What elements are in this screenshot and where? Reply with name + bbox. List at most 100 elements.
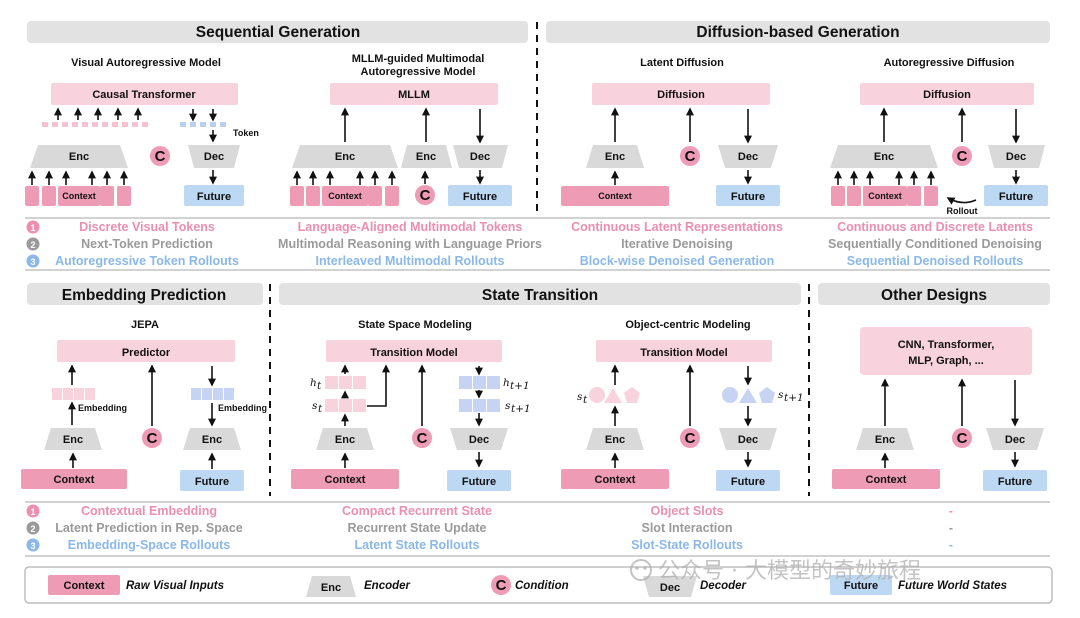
- svg-text:3: 3: [30, 257, 35, 267]
- svg-text:Dec: Dec: [470, 151, 490, 163]
- svg-text:h: h: [503, 377, 510, 389]
- subtitle-jepa: JEPA: [131, 319, 159, 331]
- svg-text:Diffusion: Diffusion: [657, 89, 705, 101]
- svg-text:-: -: [949, 538, 953, 552]
- svg-text:Context: Context: [62, 191, 96, 201]
- svg-text:Context: Context: [598, 191, 632, 201]
- svg-text:Context: Context: [64, 580, 105, 592]
- subtitle-ardiff: Autoregressive Diffusion: [884, 57, 1015, 69]
- feature-list-bottom: 1 2 3 Contextual Embedding Latent Predic…: [26, 504, 953, 552]
- svg-text:Continuous and Discrete Latent: Continuous and Discrete Latents: [837, 220, 1033, 234]
- svg-text:h: h: [310, 377, 317, 389]
- svg-text:1: 1: [30, 223, 35, 233]
- svg-text:Block-wise Denoised Generation: Block-wise Denoised Generation: [580, 254, 775, 268]
- svg-text:Context: Context: [54, 474, 95, 486]
- subtitle-ssm: State Space Modeling: [358, 319, 472, 331]
- svg-text:MLLM: MLLM: [398, 89, 430, 101]
- svg-text:Raw Visual Inputs: Raw Visual Inputs: [126, 580, 224, 592]
- legend: Context Raw Visual Inputs Enc Encoder C …: [24, 566, 1053, 604]
- svg-text:Recurrent State Update: Recurrent State Update: [348, 521, 487, 535]
- svg-text:C: C: [420, 187, 431, 204]
- svg-text:Compact Recurrent State: Compact Recurrent State: [342, 504, 492, 518]
- svg-text:Latent Prediction in Rep. Spac: Latent Prediction in Rep. Space: [55, 521, 243, 535]
- svg-text:Dec: Dec: [204, 151, 224, 163]
- svg-text:Decoder: Decoder: [700, 580, 747, 592]
- svg-text:Slot Interaction: Slot Interaction: [642, 521, 733, 535]
- svg-text:s: s: [577, 391, 583, 403]
- svg-text:Enc: Enc: [321, 582, 341, 594]
- diagram-latent: Diffusion Enc C Dec Context Future: [561, 83, 780, 206]
- svg-text:-: -: [949, 504, 953, 518]
- svg-text:Future: Future: [998, 476, 1032, 488]
- subtitle-mllm-1: MLLM-guided Multimodal: [352, 53, 485, 65]
- token-strip: Token: [42, 122, 259, 138]
- svg-text:s: s: [312, 400, 318, 412]
- svg-text:MLP, Graph, ...: MLP, Graph, ...: [908, 355, 984, 367]
- svg-text:Embedding: Embedding: [78, 403, 127, 413]
- feature-list-top: 1 2 3 Discrete Visual Tokens Next-Token …: [26, 220, 1042, 268]
- svg-text:Dec: Dec: [469, 434, 489, 446]
- svg-text:Future: Future: [731, 191, 765, 203]
- svg-text:Token: Token: [233, 128, 259, 138]
- svg-text:Enc: Enc: [416, 151, 436, 163]
- svg-text:Enc: Enc: [69, 151, 89, 163]
- svg-text:Enc: Enc: [875, 434, 895, 446]
- svg-text:Future: Future: [462, 476, 496, 488]
- diagram-other: CNN, Transformer, MLP, Graph, ... Enc C …: [832, 327, 1047, 491]
- svg-text:-: -: [949, 521, 953, 535]
- svg-text:Transition Model: Transition Model: [640, 347, 727, 359]
- subtitle-var: Visual Autoregressive Model: [71, 57, 221, 69]
- svg-text:Dec: Dec: [660, 582, 680, 594]
- diagram-mllm: MLLM Enc Enc Dec Context C Future: [290, 83, 512, 206]
- svg-text:Context: Context: [325, 474, 366, 486]
- svg-text:Condition: Condition: [515, 580, 569, 592]
- svg-text:Enc: Enc: [605, 151, 625, 163]
- svg-text:t+1: t+1: [784, 392, 804, 404]
- svg-text:Enc: Enc: [874, 151, 894, 163]
- svg-text:Other Designs: Other Designs: [881, 287, 987, 304]
- svg-text:Sequential Denoised Rollouts: Sequential Denoised Rollouts: [847, 254, 1023, 268]
- svg-text:Sequential Generation: Sequential Generation: [196, 24, 361, 41]
- svg-text:Enc: Enc: [335, 434, 355, 446]
- svg-text:Iterative Denoising: Iterative Denoising: [621, 237, 733, 251]
- svg-text:Diffusion: Diffusion: [923, 89, 971, 101]
- svg-text:2: 2: [30, 240, 35, 250]
- subtitle-latent: Latent Diffusion: [640, 57, 724, 69]
- svg-text:Discrete Visual Tokens: Discrete Visual Tokens: [79, 220, 215, 234]
- svg-text:Embedding-Space Rollouts: Embedding-Space Rollouts: [68, 538, 231, 552]
- diagram-ardiff: Diffusion Enc C Dec Context Future Rollo…: [830, 83, 1048, 216]
- section-embedding-header: Embedding Prediction: [27, 283, 263, 305]
- section-other-header: Other Designs: [818, 283, 1050, 305]
- subtitle-mllm-2: Autoregressive Model: [361, 66, 476, 78]
- svg-text:公众号 · 大模型的奇妙旅程: 公众号 · 大模型的奇妙旅程: [658, 559, 921, 584]
- svg-text:Future World States: Future World States: [898, 580, 1007, 592]
- svg-text:2: 2: [30, 524, 35, 534]
- svg-text:CNN, Transformer,: CNN, Transformer,: [898, 339, 995, 351]
- svg-text:Latent State Rollouts: Latent State Rollouts: [354, 538, 479, 552]
- svg-text:Sequentially Conditioned Denoi: Sequentially Conditioned Denoising: [828, 237, 1042, 251]
- svg-text:3: 3: [30, 541, 35, 551]
- svg-text:C: C: [685, 148, 696, 165]
- svg-text:t+1: t+1: [510, 380, 530, 392]
- svg-text:Rollout: Rollout: [947, 206, 978, 216]
- svg-text:Embedding Prediction: Embedding Prediction: [62, 287, 226, 304]
- svg-text:C: C: [147, 430, 158, 447]
- svg-text:Transition Model: Transition Model: [370, 347, 457, 359]
- svg-text:Future: Future: [463, 191, 497, 203]
- svg-text:t: t: [317, 380, 322, 392]
- svg-text:Enc: Enc: [605, 434, 625, 446]
- svg-text:Enc: Enc: [335, 151, 355, 163]
- svg-text:Contextual Embedding: Contextual Embedding: [81, 504, 217, 518]
- svg-text:State Transition: State Transition: [482, 287, 598, 304]
- svg-text:Future: Future: [731, 476, 765, 488]
- section-diffusion-header: Diffusion-based Generation: [546, 21, 1050, 43]
- svg-text:s: s: [778, 389, 784, 401]
- svg-text:Multimodal Reasoning with Lang: Multimodal Reasoning with Language Prior…: [278, 237, 542, 251]
- svg-text:Context: Context: [595, 474, 636, 486]
- svg-text:C: C: [957, 430, 968, 447]
- svg-text:Future: Future: [844, 580, 878, 592]
- svg-text:Enc: Enc: [63, 434, 83, 446]
